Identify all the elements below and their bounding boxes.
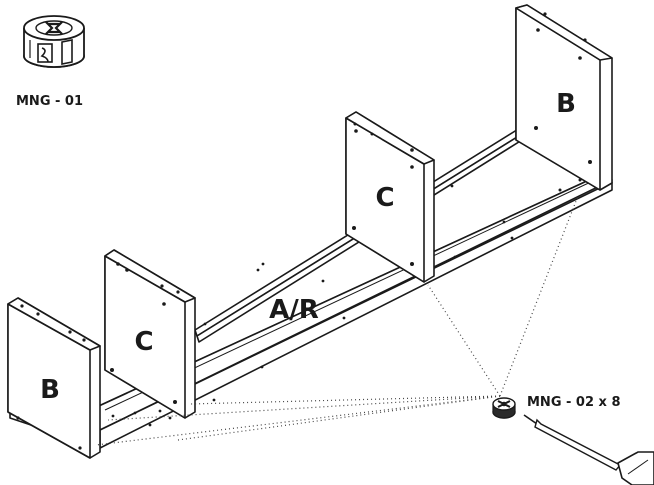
bottom-panel [9,174,613,449]
panel-c-left-label: C [134,327,153,357]
guide-lines [95,195,579,446]
panel-b-right: B [515,4,613,192]
cam-pin-icon [492,397,516,419]
cam-lock-icon [23,15,85,68]
panel-b-left: B [7,297,101,459]
panel-c-right: C [345,111,435,283]
panel-c-left: C [104,249,196,419]
panel-c-right-label: C [375,183,394,213]
panel-b-right-label: B [556,89,576,119]
panel-ar-label: A/R [269,295,319,325]
cam-pin-label: MNG - 02 x 8 [527,395,621,410]
screwdriver-icon [523,414,654,485]
cam-lock-label: MNG - 01 [16,94,83,109]
panel-b-left-label: B [40,375,60,405]
